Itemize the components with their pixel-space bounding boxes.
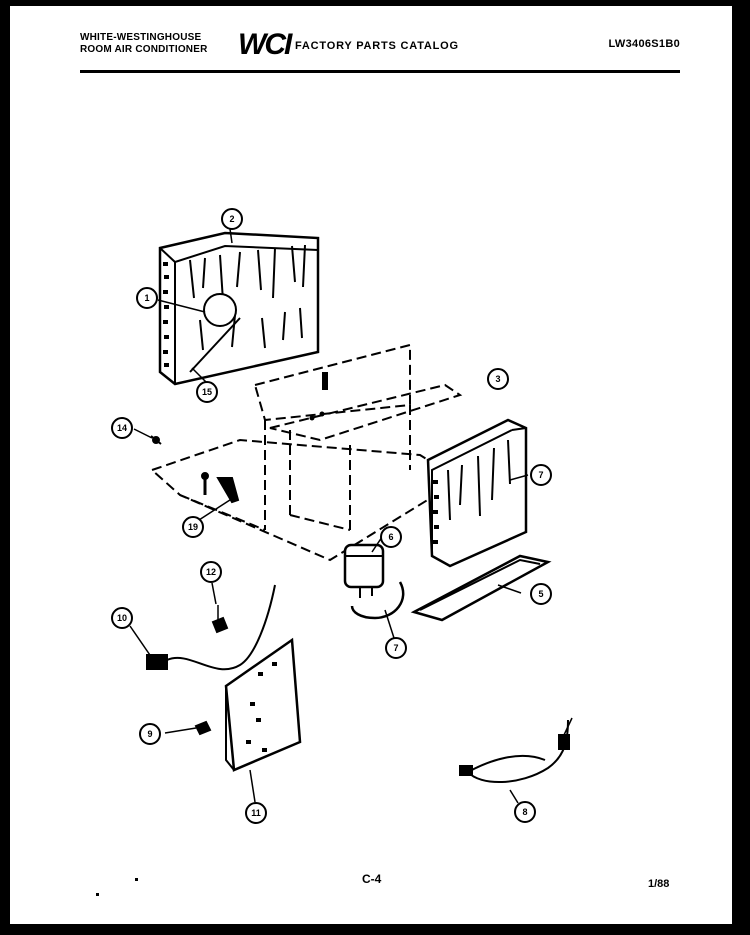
svg-text:11: 11 bbox=[251, 808, 261, 818]
brand-line-2: ROOM AIR CONDITIONER bbox=[80, 44, 208, 55]
screw-part bbox=[150, 435, 162, 445]
frame-bracket bbox=[309, 372, 328, 421]
model-number: LW3406S1B0 bbox=[608, 38, 680, 50]
svg-text:3: 3 bbox=[495, 374, 500, 384]
svg-text:10: 10 bbox=[117, 613, 127, 623]
callout-2[interactable]: 2 bbox=[221, 208, 243, 230]
callout-7[interactable]: 7 bbox=[530, 464, 552, 486]
svg-text:7: 7 bbox=[538, 470, 543, 480]
catalog-date: 1/88 bbox=[648, 878, 670, 890]
callout-12[interactable]: 12 bbox=[200, 561, 222, 583]
callout-5[interactable]: 5 bbox=[530, 583, 552, 605]
page-number: C-4 bbox=[362, 872, 382, 886]
brand-block: WHITE-WESTINGHOUSE ROOM AIR CONDITIONER bbox=[80, 32, 208, 56]
wci-logo: WCI bbox=[238, 28, 292, 61]
svg-text:2: 2 bbox=[229, 214, 234, 224]
wire-harness-part bbox=[350, 581, 405, 620]
switch-part bbox=[146, 584, 276, 671]
catalog-sheet bbox=[10, 6, 732, 924]
scan-speck bbox=[135, 878, 138, 881]
callout-11[interactable]: 11 bbox=[245, 802, 267, 824]
svg-text:1: 1 bbox=[144, 293, 149, 303]
callout-14[interactable]: 14 bbox=[111, 417, 133, 439]
svg-text:9: 9 bbox=[147, 729, 152, 739]
svg-text:15: 15 bbox=[202, 387, 212, 397]
callout-1[interactable]: 1 bbox=[136, 287, 158, 309]
thermostat-part bbox=[211, 605, 229, 634]
condenser-coil-part bbox=[426, 418, 528, 568]
svg-text:6: 6 bbox=[388, 532, 393, 542]
front-panel-part bbox=[158, 231, 320, 386]
callout-3[interactable]: 3 bbox=[487, 368, 509, 390]
svg-text:8: 8 bbox=[522, 807, 527, 817]
svg-text:12: 12 bbox=[206, 567, 216, 577]
callouts: 2 1 15 3 14 7 19 6 5 12 10 7 9 11 8 bbox=[111, 208, 552, 824]
svg-text:14: 14 bbox=[117, 423, 127, 433]
brand-line-1: WHITE-WESTINGHOUSE bbox=[80, 32, 202, 43]
svg-text:7: 7 bbox=[393, 643, 398, 653]
drip-tray-part bbox=[410, 554, 552, 622]
callout-7b[interactable]: 7 bbox=[385, 637, 407, 659]
capacitor-part bbox=[343, 543, 385, 598]
callout-19[interactable]: 19 bbox=[182, 516, 204, 538]
leader-lines bbox=[129, 228, 529, 804]
callout-9[interactable]: 9 bbox=[139, 723, 161, 745]
mounting-bracket-part bbox=[201, 472, 240, 504]
callout-15[interactable]: 15 bbox=[196, 381, 218, 403]
scan-speck bbox=[96, 893, 99, 896]
control-panel-part bbox=[224, 637, 302, 772]
callout-10[interactable]: 10 bbox=[111, 607, 133, 629]
callout-8[interactable]: 8 bbox=[514, 801, 536, 823]
callout-6[interactable]: 6 bbox=[380, 526, 402, 548]
clip-part bbox=[194, 720, 212, 736]
svg-text:19: 19 bbox=[188, 522, 198, 532]
svg-text:5: 5 bbox=[538, 589, 543, 599]
catalog-header: WHITE-WESTINGHOUSE ROOM AIR CONDITIONER … bbox=[80, 28, 680, 72]
power-cord-part bbox=[459, 717, 573, 783]
catalog-title: FACTORY PARTS CATALOG bbox=[295, 40, 459, 52]
header-rule bbox=[80, 70, 680, 73]
